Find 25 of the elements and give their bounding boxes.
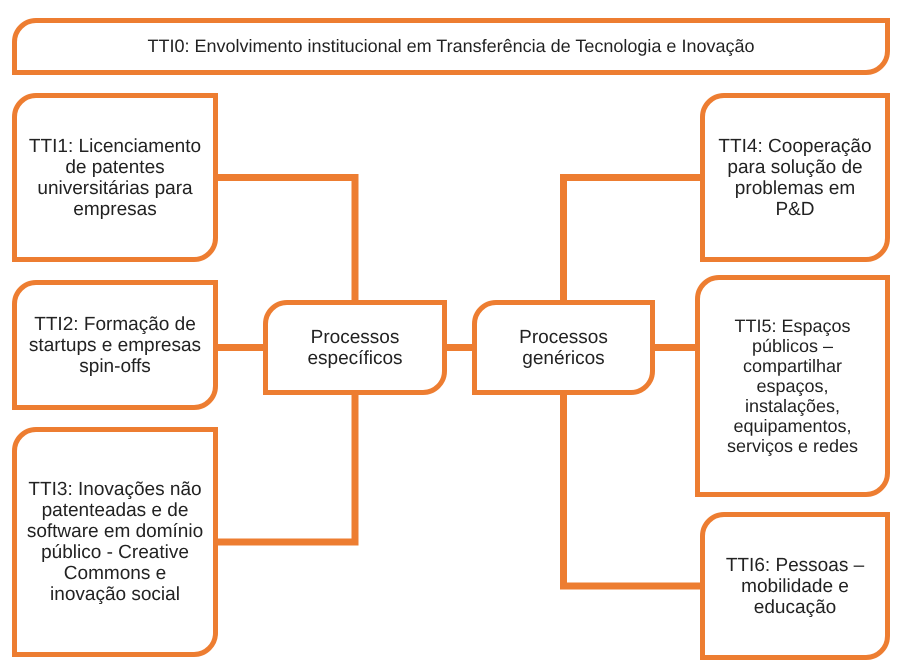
box-text: TTI0: Envolvimento institucional em Transferência de Tecnologia e Inovação: [148, 36, 754, 57]
box-text: TTI5: Espaços públicos – compartilhar espaços, instalações, equipamentos, serviços e redes: [726, 316, 860, 456]
connector-line: [560, 395, 700, 590]
box-text: Processos específicos: [306, 326, 404, 368]
rounded-box: [700, 512, 890, 660]
connector-line: [218, 344, 263, 351]
connector-line: [218, 395, 358, 546]
rounded-box: [12, 427, 218, 657]
rounded-box: [12, 93, 218, 262]
box-text: TTI4: Cooperação para solução de problemas em P&D: [717, 136, 873, 220]
connector-line: [218, 174, 358, 300]
connector-line: [447, 344, 472, 351]
box-text: Processos genéricos: [518, 326, 609, 368]
rounded-box: [700, 93, 890, 262]
rounded-box: [12, 280, 218, 410]
process-box: [472, 300, 655, 395]
rounded-box: [12, 18, 890, 75]
connector-line: [655, 344, 695, 351]
connector-line: [560, 174, 700, 300]
process-box: [263, 300, 447, 395]
box-text: TTI2: Formação de startups e empresas spin-offs: [28, 314, 202, 376]
box-text: TTI3: Inovações não patenteadas e de software em domínio público - Creative Commons e inovação social: [26, 479, 204, 605]
rounded-box: [695, 275, 890, 497]
box-text: TTI1: Licenciamento de patentes universitárias para empresas: [28, 136, 202, 220]
box-text: TTI6: Pessoas – mobilidade e educação: [724, 554, 866, 618]
